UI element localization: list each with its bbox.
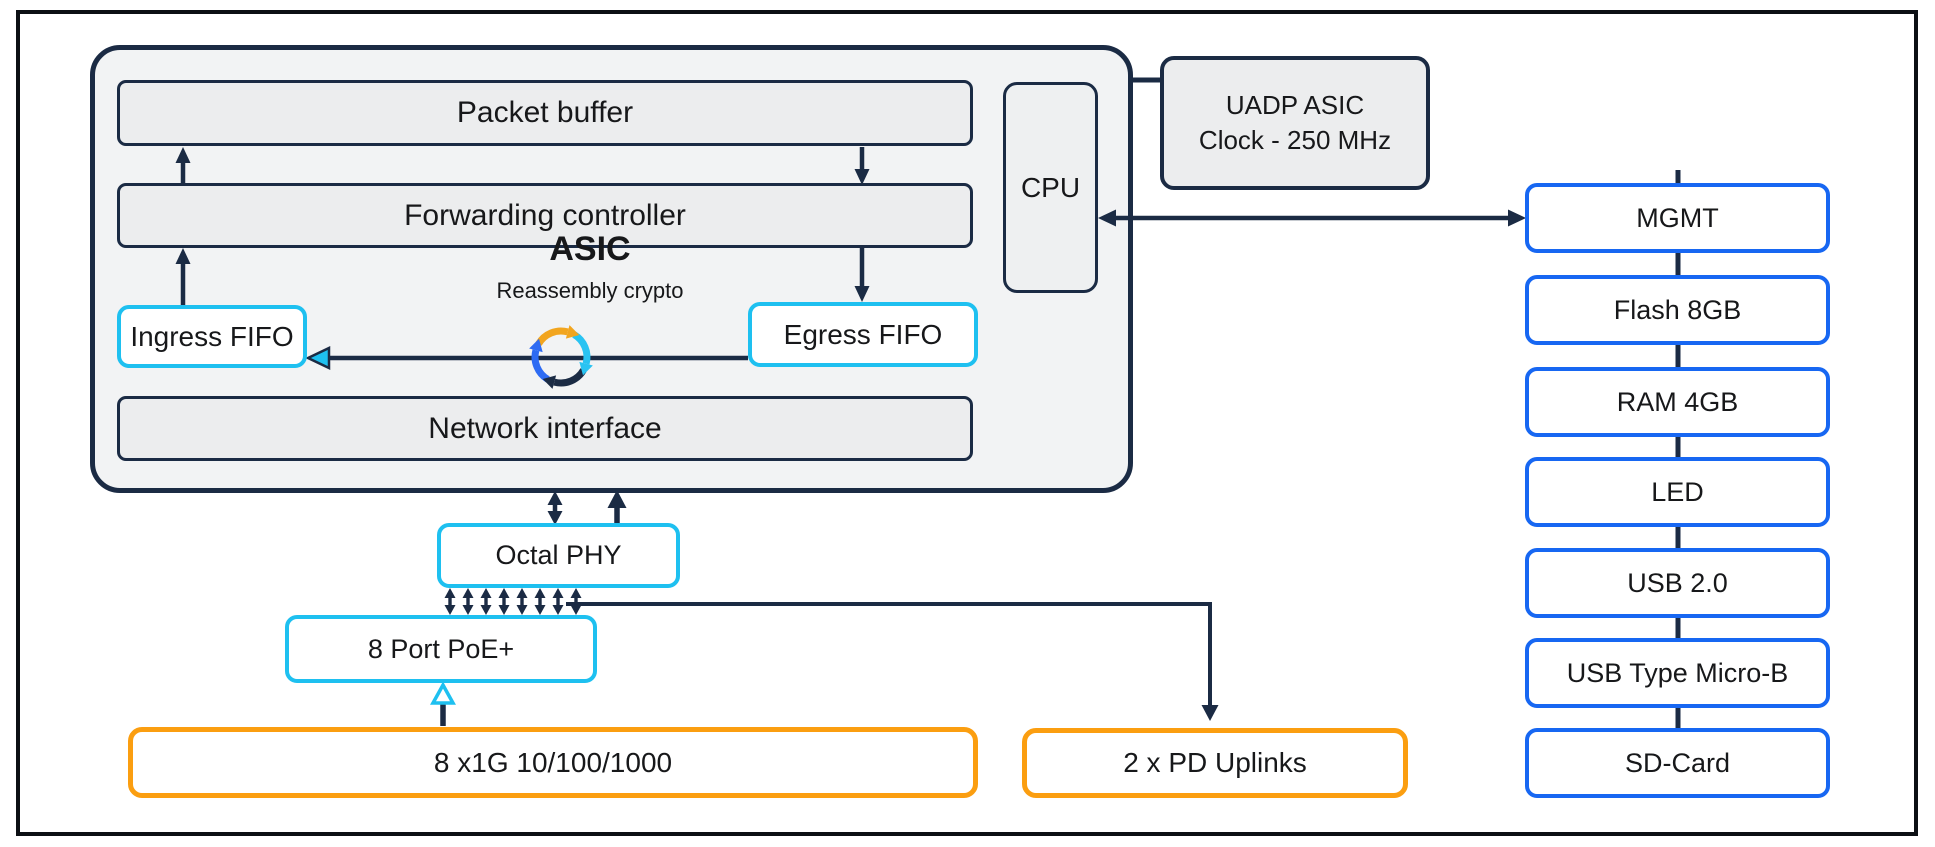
ingress-fifo-box: Ingress FIFO <box>117 305 307 368</box>
egress-fifo-box: Egress FIFO <box>748 302 978 367</box>
reassembly-crypto-icon <box>529 325 593 389</box>
pd-uplinks-box: 2 x PD Uplinks <box>1022 728 1408 798</box>
peripheral-box-ram: RAM 4GB <box>1525 367 1830 437</box>
uadp-clock-line1: UADP ASIC <box>1225 89 1365 120</box>
poe-box: 8 Port PoE+ <box>285 615 597 683</box>
network-interface-box: Network interface <box>117 396 973 461</box>
forwarding-controller-box: Forwarding controller <box>117 183 973 248</box>
peripheral-box-sd-card: SD-Card <box>1525 728 1830 798</box>
peripheral-box-led: LED <box>1525 457 1830 527</box>
peripheral-box-mgmt: MGMT <box>1525 183 1830 253</box>
octal-phy-box: Octal PHY <box>437 523 680 588</box>
uadp-clock-line2: Clock - 250 MHz <box>1198 125 1392 155</box>
peripheral-box-usb-micro-b: USB Type Micro-B <box>1525 638 1830 708</box>
downlink-ports-box: 8 x1G 10/100/1000 <box>128 727 978 798</box>
asic-title: ASIC <box>549 230 631 268</box>
uadp-clock-box: UADP ASIC Clock - 250 MHz <box>1160 56 1430 190</box>
packet-buffer-box: Packet buffer <box>117 80 973 146</box>
diagram-outer-frame <box>16 10 1918 836</box>
peripheral-box-usb2: USB 2.0 <box>1525 548 1830 618</box>
peripheral-box-flash: Flash 8GB <box>1525 275 1830 345</box>
cpu-box: CPU <box>1003 82 1098 293</box>
asic-subtitle: Reassembly crypto <box>496 278 684 303</box>
